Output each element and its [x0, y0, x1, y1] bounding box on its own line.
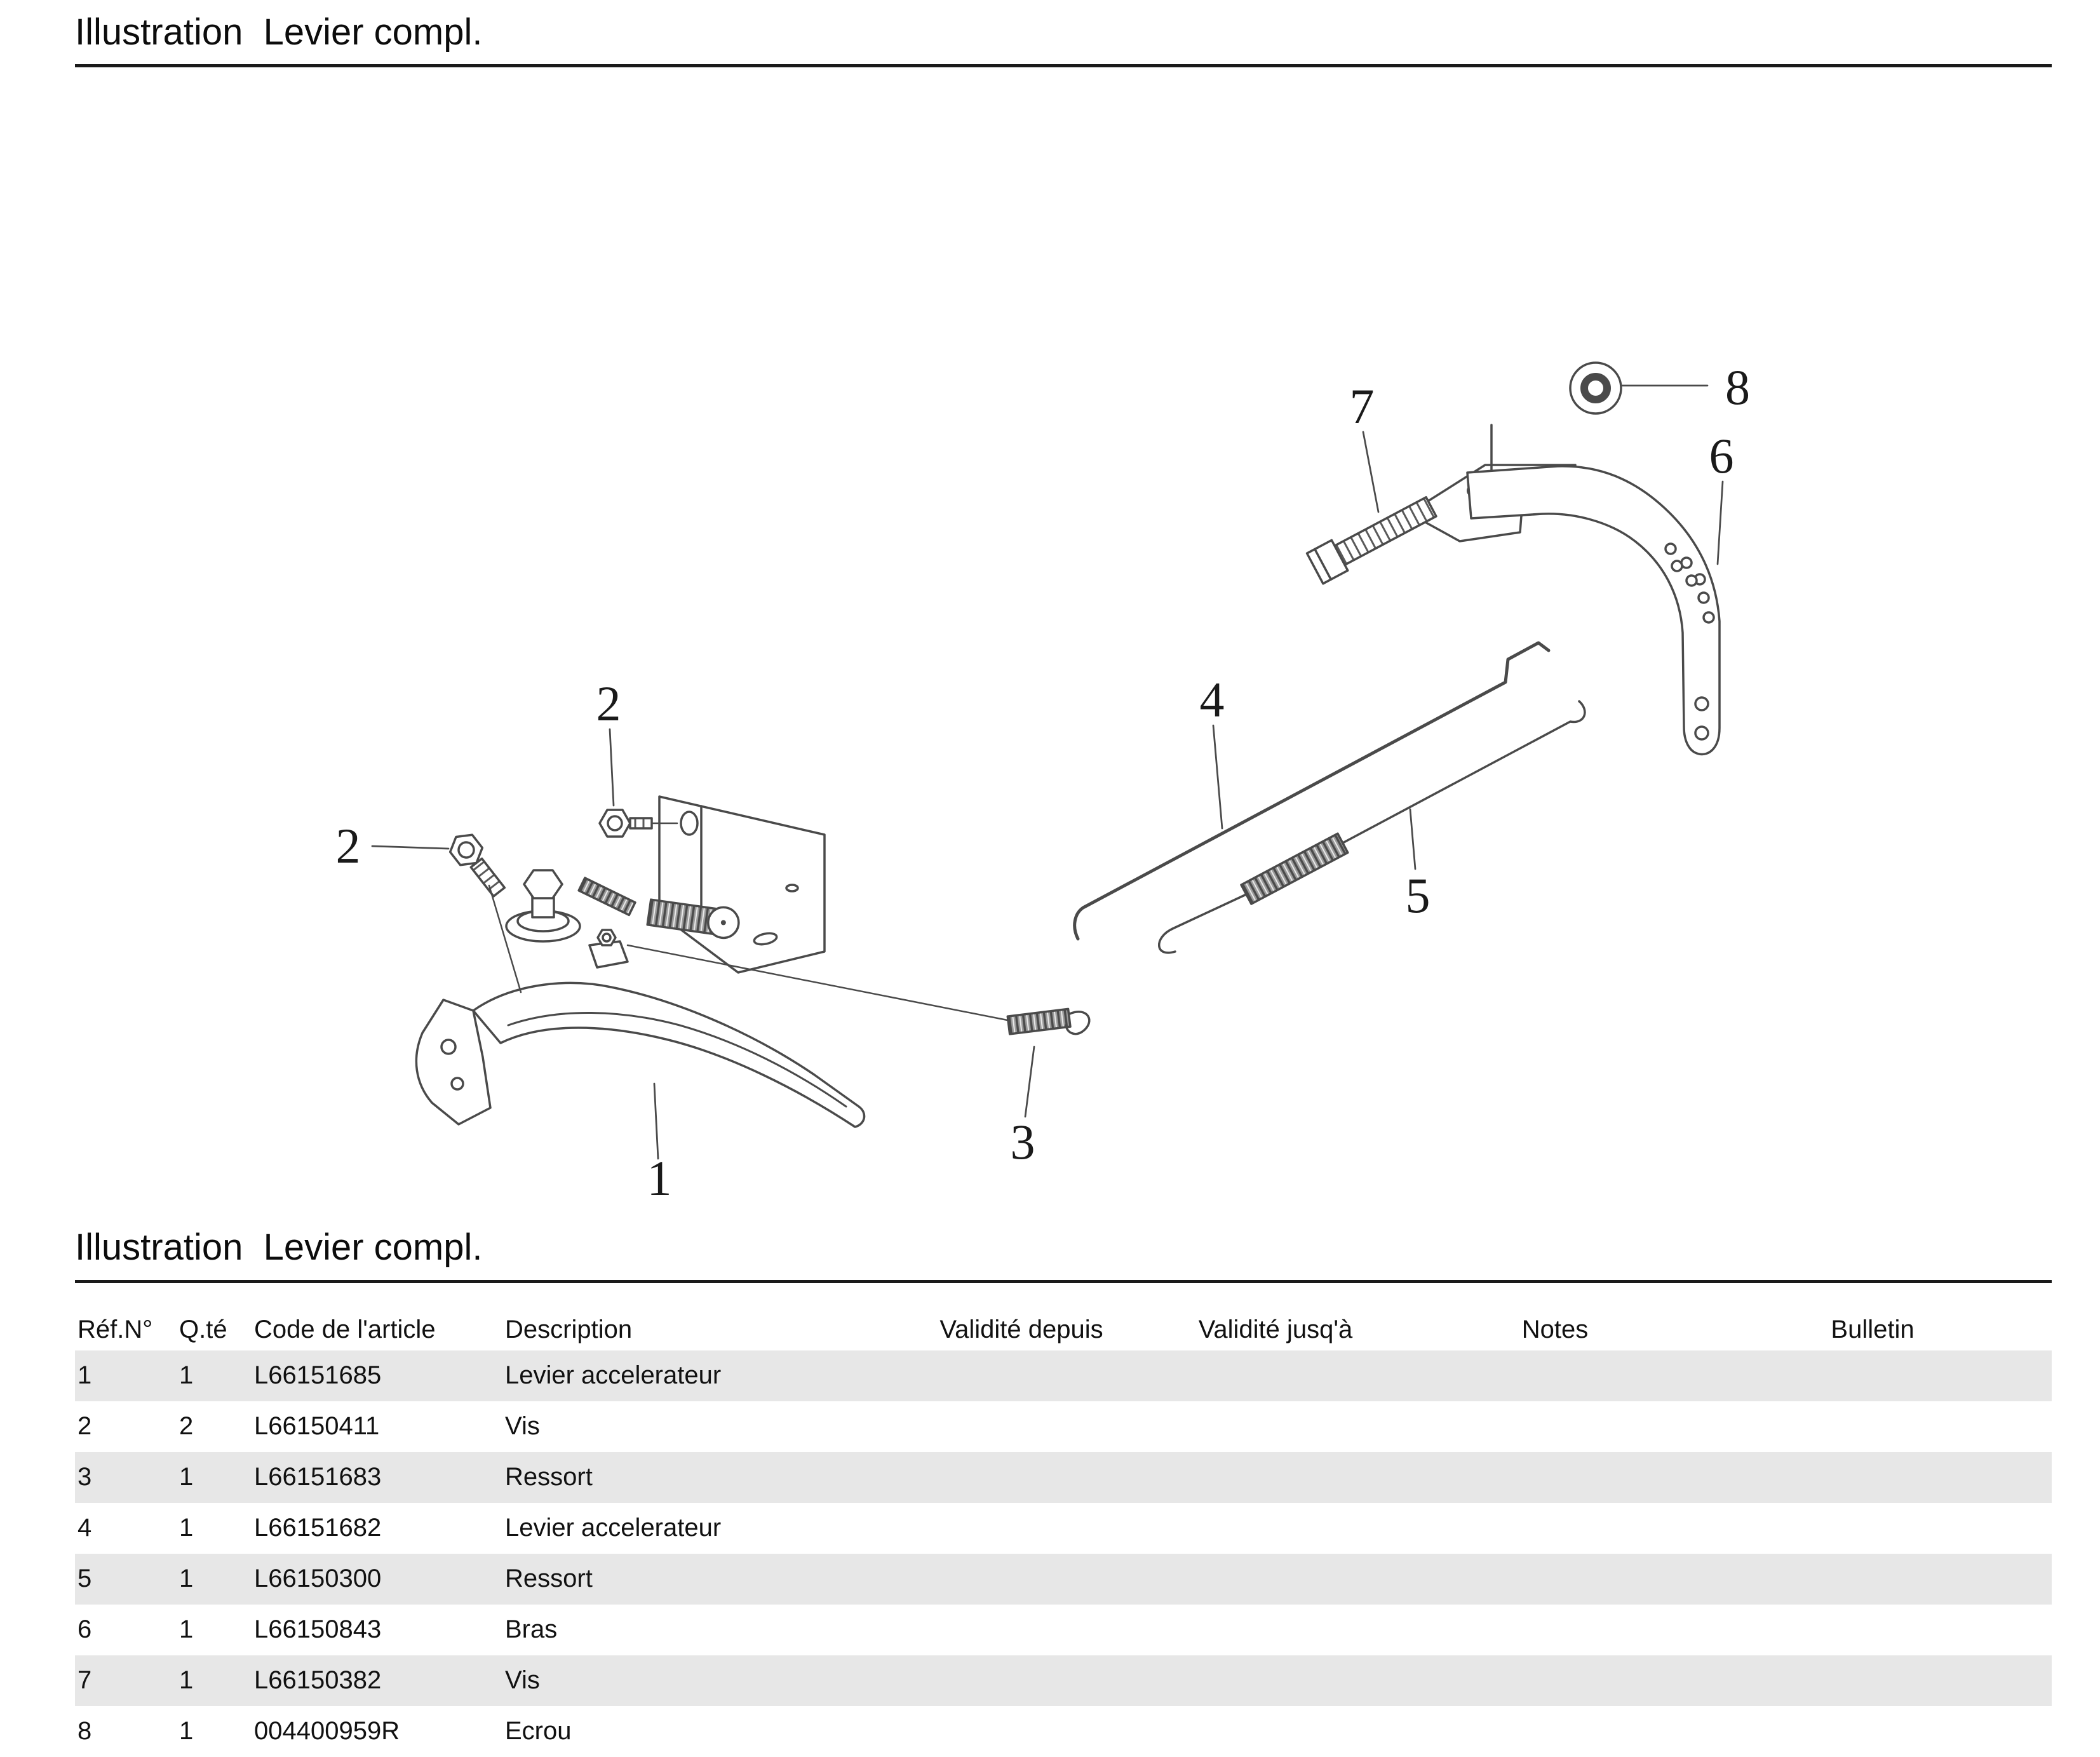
table-row: 2 2 L66150411 Vis	[75, 1401, 2052, 1452]
cell-desc: Levier accelerateur	[505, 1514, 722, 1542]
header-qty: Q.té	[179, 1315, 227, 1343]
cell-code: L66151682	[254, 1514, 382, 1542]
header-bulletin: Bulletin	[1831, 1315, 1915, 1343]
header-desc: Description	[505, 1315, 633, 1343]
cell-qty: 1	[179, 1514, 194, 1542]
header-ref: Réf.N°	[77, 1315, 153, 1343]
callout-5: 5	[1406, 868, 1430, 923]
leader-lines	[371, 384, 1724, 1160]
table-section-title: Illustration Levier compl.	[75, 1226, 483, 1268]
cell-desc: Ecrou	[505, 1717, 572, 1746]
header-code: Code de l'article	[254, 1315, 436, 1343]
exploded-diagram: 1 2 2 3 4 5 6 7 8	[336, 360, 1751, 1206]
part-4-levier-rod	[1073, 641, 1551, 941]
table-row: 8 1 004400959R Ecrou	[75, 1706, 2052, 1757]
cell-code: L66150382	[254, 1666, 382, 1695]
table-row: 6 1 L66150843 Bras	[75, 1605, 2052, 1655]
table-row: 3 1 L66151683 Ressort	[75, 1451, 2052, 1503]
cell-ref: 5	[77, 1565, 92, 1593]
table-row: 4 1 L66151682 Levier accelerateur	[75, 1503, 2052, 1554]
part-2-vis-left	[448, 833, 522, 993]
cell-desc: Ressort	[505, 1463, 593, 1491]
callout-2-top: 2	[596, 676, 621, 731]
title-rule	[75, 64, 2052, 67]
part-7-vis	[1305, 495, 1437, 585]
cell-ref: 2	[77, 1412, 92, 1441]
table-row: 1 1 L66151685 Levier accelerateur	[75, 1350, 2052, 1401]
table-row: 7 1 L66150382 Vis	[75, 1655, 2052, 1706]
part-8-ecrou	[1569, 361, 1622, 415]
callout-labels: 1 2 2 3 4 5 6 7 8	[336, 360, 1751, 1206]
cell-ref: 3	[77, 1463, 92, 1491]
cell-ref: 4	[77, 1514, 92, 1542]
cell-qty: 1	[179, 1717, 194, 1746]
callout-3: 3	[1011, 1114, 1035, 1169]
cell-code: L66150843	[254, 1615, 382, 1644]
cell-code: L66150300	[254, 1565, 382, 1593]
cell-desc: Vis	[505, 1412, 540, 1441]
cell-code: L66151685	[254, 1361, 382, 1390]
cell-qty: 2	[179, 1412, 194, 1441]
cell-qty: 1	[179, 1361, 194, 1390]
cell-code: L66150411	[254, 1412, 380, 1441]
cell-desc: Levier accelerateur	[505, 1361, 722, 1390]
page-title: Illustration Levier compl.	[75, 11, 483, 53]
cell-ref: 8	[77, 1717, 92, 1746]
part-5-ressort	[1158, 699, 1586, 954]
cell-ref: 1	[77, 1361, 92, 1390]
header-valid-to: Validité jusq'à	[1198, 1315, 1353, 1343]
diagram-area: 1 2 2 3 4 5 6 7 8	[0, 93, 2100, 1211]
cell-code: L66151683	[254, 1463, 382, 1491]
callout-4: 4	[1200, 672, 1225, 727]
cell-qty: 1	[179, 1463, 194, 1491]
cell-qty: 1	[179, 1666, 194, 1695]
table-row: 5 1 L66150300 Ressort	[75, 1553, 2052, 1605]
header-notes: Notes	[1521, 1315, 1589, 1343]
cell-desc: Bras	[505, 1615, 558, 1644]
cell-desc: Vis	[505, 1666, 540, 1695]
throttle-cable-line	[626, 944, 1009, 1021]
part-2-vis-top	[598, 808, 678, 838]
cell-code: 004400959R	[254, 1717, 400, 1746]
part-1-levier-assembly	[415, 795, 866, 1128]
callout-7: 7	[1350, 379, 1375, 434]
callout-8: 8	[1725, 360, 1750, 415]
cell-desc: Ressort	[505, 1565, 593, 1593]
parts-table: Réf.N° Q.té Code de l'article Descriptio…	[75, 1300, 2052, 1757]
cell-qty: 1	[179, 1615, 194, 1644]
cell-qty: 1	[179, 1565, 194, 1593]
callout-1: 1	[647, 1150, 672, 1206]
cell-ref: 6	[77, 1615, 92, 1644]
title-bar: Illustration Levier compl.	[0, 0, 2100, 64]
table-body: 1 1 L66151685 Levier accelerateur 2 2 L6…	[75, 1350, 2052, 1757]
table-rule	[75, 1279, 2052, 1283]
cell-ref: 7	[77, 1666, 92, 1695]
callout-2-left: 2	[336, 818, 361, 873]
callout-6: 6	[1709, 428, 1734, 483]
header-valid-from: Validité depuis	[939, 1315, 1103, 1343]
part-6-bras	[1466, 464, 1721, 755]
part-3-ressort	[1006, 1007, 1091, 1035]
table-header-row: Réf.N° Q.té Code de l'article Descriptio…	[75, 1300, 2052, 1350]
